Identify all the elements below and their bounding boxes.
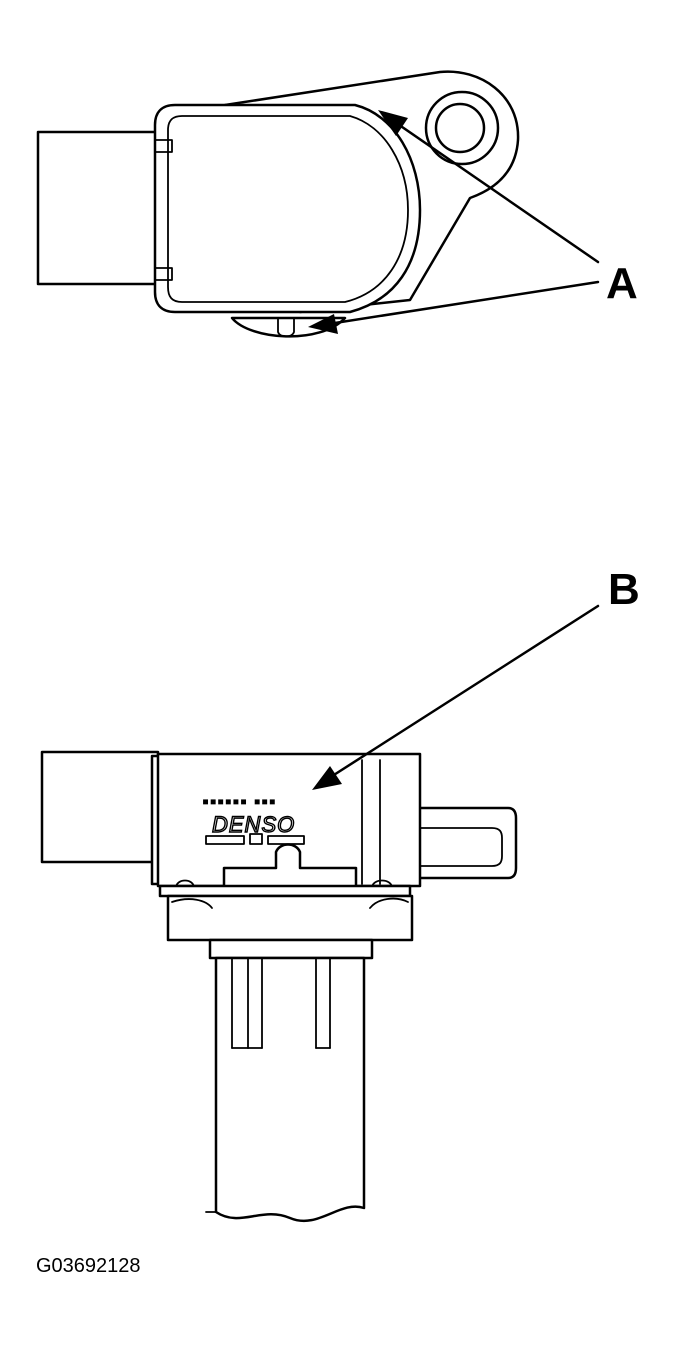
callout-a-label: A [606,259,638,308]
coil-housing-top [153,103,422,314]
callout-a-leader-2 [320,280,600,327]
boot-collar-curve-left [171,898,213,909]
mounting-tab-side [398,806,518,880]
coil-housing-top-inner [167,115,409,303]
bottom-lug-notch [277,317,295,338]
clip-tab-upper [154,139,173,153]
callout-a-arrowhead-1 [378,110,408,136]
boot-collar-curve-right [369,897,409,909]
boot-flange [158,884,412,898]
boot-collar [166,894,414,942]
mounting-tab-slot [417,827,503,867]
coil-side-view: ▪▪▪▪▪▪ ▪▪▪ DENSO B [40,565,640,1223]
brand-marking: DENSO [212,812,295,837]
connector-stub-side [40,750,160,864]
callout-b-leader [324,604,600,782]
connector-stub-top [36,130,162,286]
figure-code: G03692128 [36,1255,141,1277]
callout-a-arrowhead-2 [308,314,338,334]
coil-top-view: A [36,70,638,338]
label-code-text: ▪▪▪▪▪▪ ▪▪▪ [202,791,276,813]
boot-tube [214,956,366,1223]
coil-body-side [156,752,422,888]
callout-a-leader-1 [390,118,600,264]
bolt-hole-outer [424,90,500,166]
bolt-hole-inner [434,102,486,154]
label-block-1 [205,835,245,845]
label-block-2 [249,833,263,845]
center-notch [222,843,358,892]
boot-step [208,938,374,960]
clip-tab-lower [154,267,173,281]
callout-b-label: B [608,565,640,614]
callout-b-arrowhead [312,766,342,790]
